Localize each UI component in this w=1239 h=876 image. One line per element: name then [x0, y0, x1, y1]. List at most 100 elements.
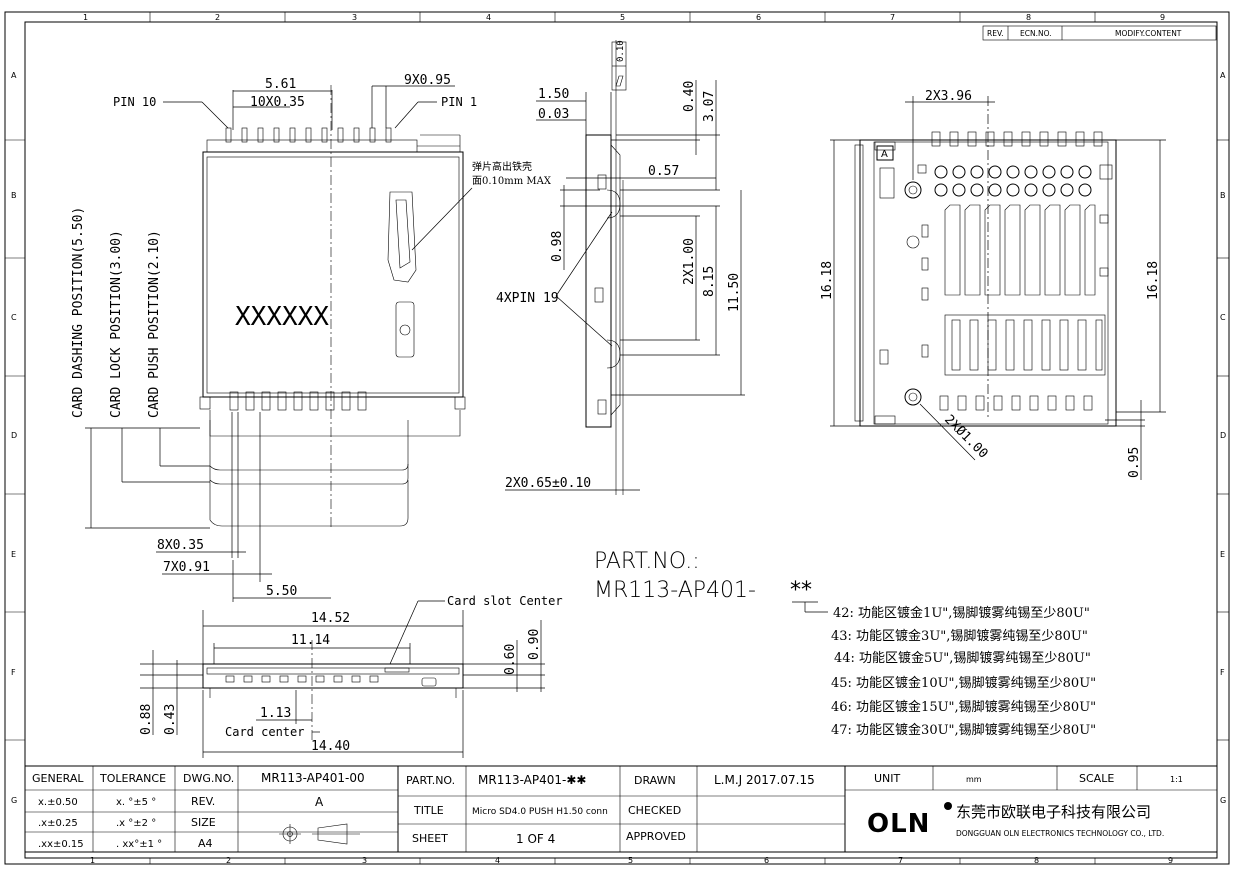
zone-bottom-8: 8	[1034, 856, 1039, 865]
plating-option-47: 47: 功能区镀金30U",锡脚镀雾纯锡至少80U"	[831, 722, 1096, 738]
sheet-value: 1 OF 4	[516, 832, 555, 846]
dim-11-14: 11.14	[291, 633, 330, 648]
latch-spring	[387, 191, 417, 283]
locating-hole-bottom	[904, 388, 922, 406]
zone-top-4: 4	[486, 13, 491, 22]
zone-right-b: B	[1220, 191, 1226, 200]
tol-general-2: .x±0.25	[38, 818, 78, 829]
company-name-cn: 东莞市欧联电子科技有限公司	[956, 803, 1151, 821]
front-pins	[225, 675, 379, 683]
zone-top-2: 2	[215, 13, 220, 22]
dim-11-50: 11.50	[727, 273, 742, 312]
zone-top-5: 5	[620, 13, 625, 22]
zone-left-d: D	[11, 431, 17, 440]
zone-top-9: 9	[1160, 13, 1165, 22]
front-view: 14.52 11.14 Card slot Center 0.60 0.90 0…	[139, 594, 563, 758]
plating-option-43: 43: 功能区镀金3U",锡脚镀雾纯锡至少80U"	[831, 628, 1088, 644]
side-body	[585, 134, 612, 428]
zone-right-f: F	[1220, 668, 1225, 677]
plating-option-44: 44: 功能区镀金5U",锡脚镀雾纯锡至少80U"	[834, 650, 1091, 666]
scale-label: SCALE	[1079, 772, 1114, 785]
dim-8x0-35: 8X0.35	[157, 538, 204, 553]
rev-value: A	[315, 795, 324, 809]
dim-2x3-96: 2X3.96	[925, 89, 972, 104]
dwg-no-value: MR113-AP401-00	[261, 771, 365, 785]
zone-top-6: 6	[756, 13, 761, 22]
part-no-label: PART.NO.:	[594, 549, 700, 574]
zone-right-g: G	[1220, 796, 1226, 805]
drawn-label: DRAWN	[634, 774, 676, 787]
tol-angle-3: . xx°±1 °	[116, 839, 162, 850]
tol-general-3: .xx±0.15	[38, 839, 84, 850]
size-value: A4	[198, 837, 213, 850]
top-pins	[225, 127, 392, 143]
rev-label: REV.	[191, 795, 215, 808]
checked-label: CHECKED	[628, 804, 681, 817]
zone-bottom-5: 5	[628, 856, 633, 865]
zone-right-e: E	[1220, 550, 1225, 559]
spring-note-1: 弹片高出铁壳	[472, 160, 532, 173]
plating-option-45: 45: 功能区镀金10U",锡脚镀雾纯锡至少80U"	[831, 675, 1096, 691]
unit-label: UNIT	[874, 772, 901, 785]
card-push-position: CARD PUSH POSITION(2.10)	[147, 230, 162, 418]
dim-9x0-95: 9X0.95	[404, 73, 451, 88]
title-block: GENERAL TOLERANCE x.±0.50 x. °±5 ° .x±0.…	[24, 765, 1218, 853]
dim-8-15: 8.15	[702, 266, 717, 297]
dim-10x0-35: 10X0.35	[250, 95, 305, 110]
dim-3-07: 3.07	[702, 91, 717, 122]
dim-1-50: 1.50	[538, 87, 569, 102]
dim-1-13: 1.13	[260, 706, 291, 721]
zone-left-c: C	[11, 313, 17, 322]
card-lock-position: CARD LOCK POSITION(3.00)	[109, 230, 124, 418]
tol-angle-1: x. °±5 °	[116, 797, 156, 808]
card-dashing-position: CARD DASHING POSITION(5.50)	[71, 207, 86, 418]
ecn-header: ECN.NO.	[1020, 29, 1052, 38]
tolerance-label: TOLERANCE	[99, 772, 166, 785]
inner-border	[24, 21, 1218, 859]
title-value: Micro SD4.0 PUSH H1.50 conn	[472, 807, 608, 817]
dim-2x1-00: 2X1.00	[682, 238, 697, 285]
zone-bottom-3: 3	[362, 856, 367, 865]
title-label: TITLE	[413, 804, 444, 817]
zone-left-g: G	[11, 796, 17, 805]
dim-0-57: 0.57	[648, 164, 679, 179]
pin-19-label: 4XPIN 19	[496, 291, 559, 306]
part-no-value-tb: MR113-AP401-✱✱	[478, 773, 586, 787]
part-number-block: PART.NO.: MR113-AP401- ** 42: 功能区镀金1U",锡…	[594, 549, 1096, 738]
drawn-value: L.M.J 2017.07.15	[714, 773, 815, 787]
size-label: SIZE	[191, 816, 216, 829]
revision-table: REV. ECN.NO. MODIFY.CONTENT	[982, 25, 1217, 41]
zone-right-a: A	[1220, 71, 1226, 80]
flatness-tolerance: 0.10	[616, 40, 626, 62]
pin-1-label: PIN 1	[441, 95, 477, 109]
plating-option-46: 46: 功能区镀金15U",锡脚镀雾纯锡至少80U"	[831, 699, 1096, 715]
plating-option-42: 42: 功能区镀金1U",锡脚镀雾纯锡至少80U"	[833, 605, 1090, 621]
sheet-label: SHEET	[412, 832, 448, 845]
side-view: 0.10 1.50 0.03 0.40 3.07 0.57 0.98 2X1.0…	[496, 40, 745, 495]
zone-bottom-1: 1	[90, 856, 95, 865]
top-view: CARD DASHING POSITION(5.50) CARD LOCK PO…	[71, 73, 552, 602]
zone-top-7: 7	[890, 13, 895, 22]
part-no-suffix: **	[790, 578, 812, 603]
spring-contacts	[944, 204, 1106, 376]
zone-left-a: A	[11, 71, 17, 80]
zone-bottom-6: 6	[764, 856, 769, 865]
zone-bottom-9: 9	[1168, 856, 1173, 865]
general-label: GENERAL	[32, 772, 84, 785]
dim-14-52: 14.52	[311, 611, 350, 626]
dim-0-60: 0.60	[503, 644, 518, 675]
dim-14-40: 14.40	[311, 739, 350, 754]
approved-label: APPROVED	[626, 830, 686, 843]
rev-header: REV.	[987, 29, 1004, 38]
card-push-outline	[209, 420, 409, 471]
dim-0-88: 0.88	[139, 704, 154, 735]
zone-bottom-7: 7	[898, 856, 903, 865]
card-lock-outline	[209, 464, 409, 485]
zone-left-e: E	[11, 550, 16, 559]
zone-top-8: 8	[1026, 13, 1031, 22]
locating-hole-top	[904, 181, 922, 199]
datum-a: A	[881, 149, 888, 160]
dim-5-50: 5.50	[266, 584, 297, 599]
dim-5-61: 5.61	[265, 77, 296, 92]
